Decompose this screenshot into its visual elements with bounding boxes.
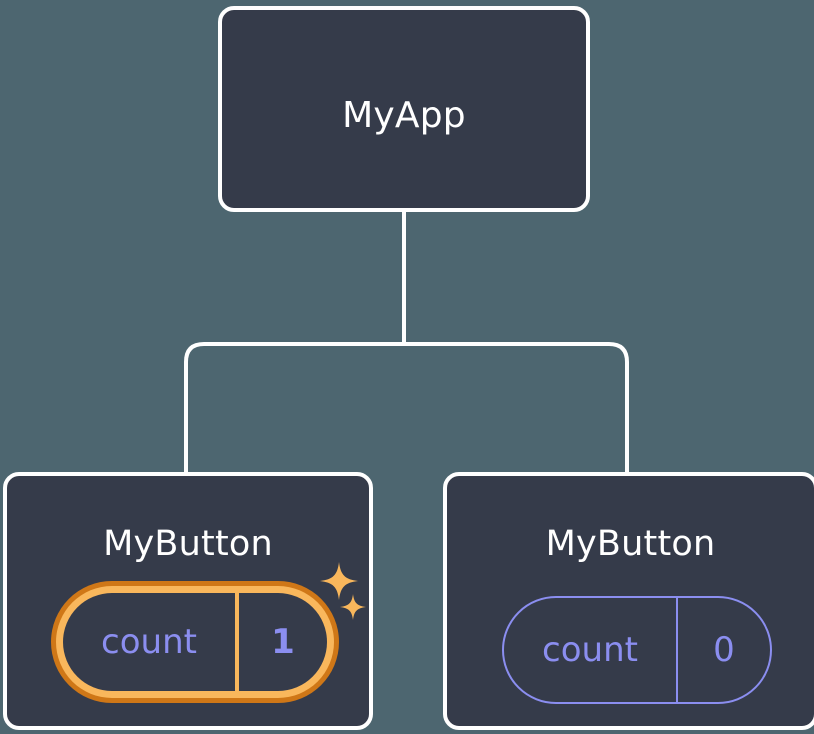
state-key-right: count (542, 630, 638, 670)
node-mybutton-right-label: MyButton (545, 524, 716, 564)
node-mybutton-right[interactable]: MyButton count 0 (443, 472, 814, 730)
state-pill-left-highlighted[interactable]: count 1 (51, 581, 339, 703)
state-value-left: 1 (235, 593, 327, 691)
state-pill-right[interactable]: count 0 (502, 596, 772, 704)
state-value-right: 0 (676, 598, 770, 702)
connector-branch-bar (184, 342, 629, 472)
node-mybutton-left-label: MyButton (103, 524, 273, 564)
node-mybutton-left[interactable]: MyButton count 1 (3, 472, 373, 730)
sparkle-large-icon (320, 562, 358, 600)
state-pill-left-inner-ring: count 1 (56, 586, 334, 698)
node-myapp-label: MyApp (342, 95, 466, 136)
state-pill-left-core: count 1 (63, 593, 327, 691)
sparkle-small-icon (340, 594, 366, 620)
state-key-left: count (101, 622, 197, 662)
node-myapp[interactable]: MyApp (218, 6, 590, 212)
